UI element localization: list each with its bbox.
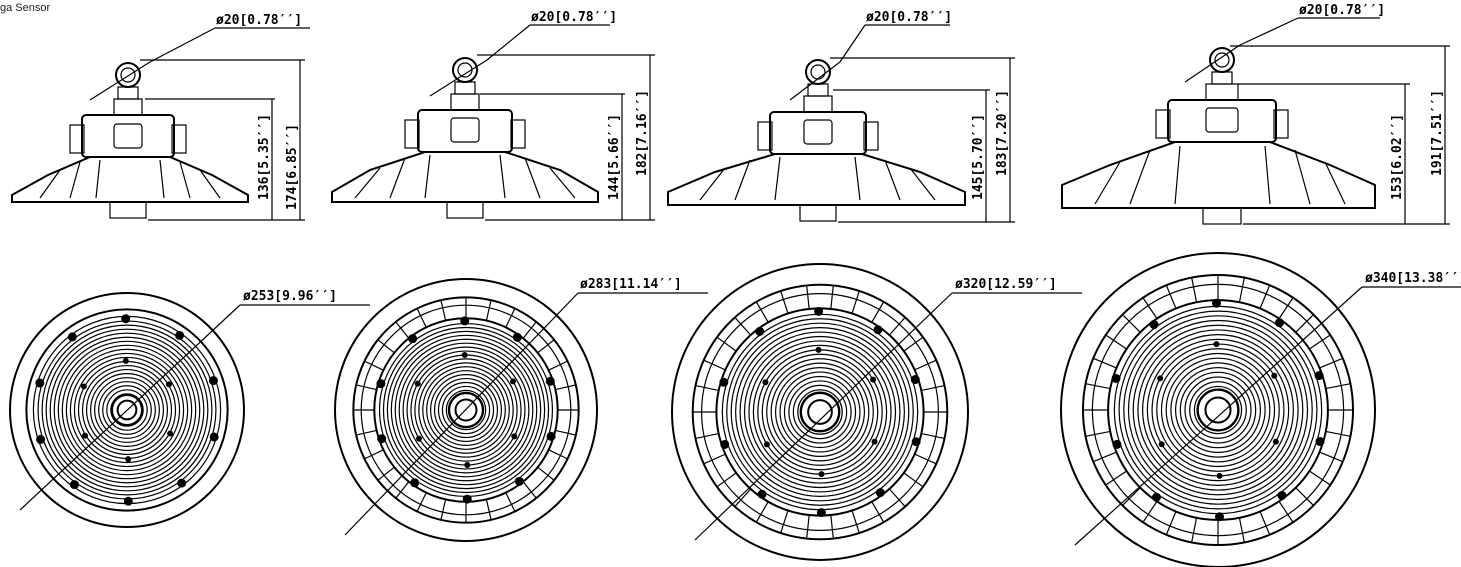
bottom-view-2	[334, 278, 708, 542]
side-1-total-height: 174[6.85′′]	[285, 124, 300, 210]
side-1-eye-dimension: ø20[0.78′′]	[216, 13, 302, 28]
side-4-body-height: 153[6.02′′]	[1390, 114, 1405, 200]
side-view-4: ø20[0.78′′] 153[6.02′′] 191[7.51′′]	[1061, 3, 1450, 225]
side-2-total-height: 182[7.16′′]	[635, 90, 650, 176]
side-4-total-height: 191[7.51′′]	[1430, 90, 1445, 176]
bottom-3-diameter: ø320[12.59′′]	[955, 277, 1057, 292]
corner-label: ga Sensor	[0, 2, 51, 14]
side-4-eye-dimension: ø20[0.78′′]	[1299, 3, 1385, 18]
bottom-view-3	[671, 263, 1082, 561]
bottom-4-diameter: ø340[13.38′′]	[1365, 271, 1461, 286]
side-3-eye-dimension: ø20[0.78′′]	[866, 10, 952, 25]
bottom-view-4	[1060, 252, 1461, 567]
side-3-total-height: 183[7.20′′]	[995, 90, 1010, 176]
side-1-body-height: 136[5.35′′]	[257, 114, 272, 200]
side-view-3: ø20[0.78′′] 145[5.70′′] 183[7.20′′]	[667, 10, 1015, 223]
side-2-eye-dimension: ø20[0.78′′]	[531, 10, 617, 25]
side-view-1: ø20[0.78′′] 136[5.35′′] 174[6.85′′]	[11, 13, 310, 221]
bottom-view-1	[9, 292, 370, 528]
side-2-body-height: 144[5.66′′]	[607, 114, 622, 200]
bottom-2-diameter: ø283[11.14′′]	[580, 277, 682, 292]
bottom-1-diameter: ø253[9.96′′]	[243, 289, 337, 304]
side-view-2: ø20[0.78′′] 144[5.66′′] 182[7.16′′]	[331, 10, 655, 221]
side-3-body-height: 145[5.70′′]	[971, 114, 986, 200]
